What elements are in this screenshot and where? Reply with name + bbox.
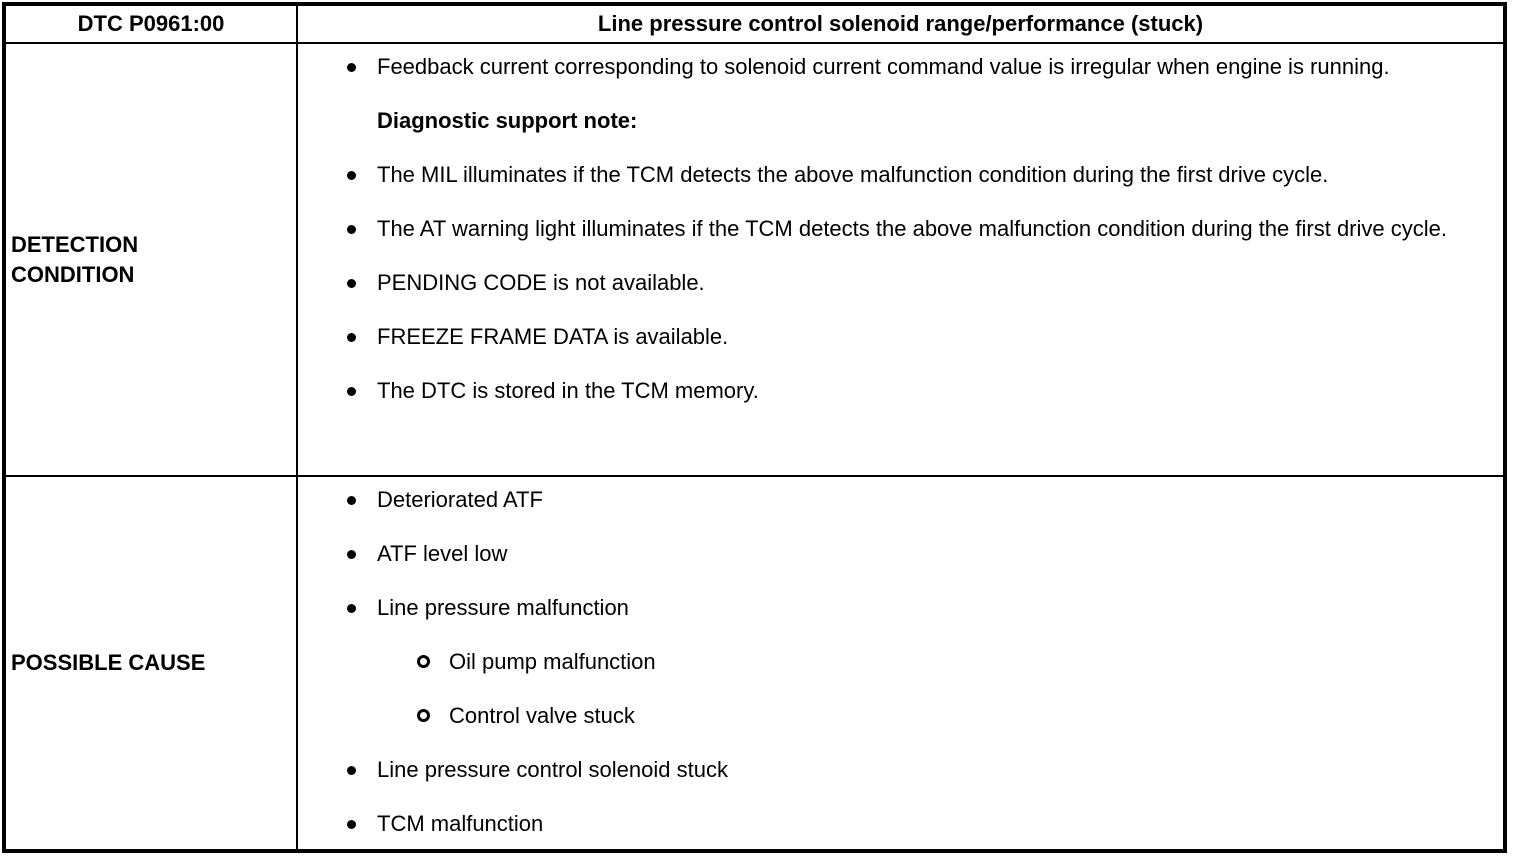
item-text: ATF level low — [377, 541, 508, 566]
item-text: Deteriorated ATF — [377, 487, 543, 512]
bullet-item: Line pressure control solenoid stuck — [298, 753, 1491, 787]
dtc-table: DTC P0961:00 Line pressure control solen… — [2, 2, 1507, 853]
bullet-item: PENDING CODE is not available. — [298, 266, 1491, 300]
disc-bullet-icon — [347, 333, 356, 342]
bullet-item: Line pressure malfunction — [298, 591, 1491, 625]
bullet-item: The MIL illuminates if the TCM detects t… — [298, 158, 1491, 192]
bullet-item: ATF level low — [298, 537, 1491, 571]
possible-cause-label-cell: POSSIBLE CAUSE — [6, 477, 298, 849]
item-text: Control valve stuck — [449, 703, 635, 728]
sub-bullet-item: Oil pump malfunction — [298, 645, 1491, 679]
item-text: The DTC is stored in the TCM memory. — [377, 378, 759, 403]
disc-bullet-icon — [347, 496, 356, 505]
disc-bullet-icon — [347, 63, 356, 72]
detection-condition-content-cell: Feedback current corresponding to soleno… — [298, 44, 1503, 477]
disc-bullet-icon — [347, 604, 356, 613]
disc-bullet-icon — [347, 550, 356, 559]
detection-condition-label-cell: DETECTION CONDITION — [6, 44, 298, 477]
item-text: TCM malfunction — [377, 811, 544, 836]
note-heading: Diagnostic support note: — [298, 104, 1491, 138]
possible-cause-label: POSSIBLE CAUSE — [11, 650, 206, 675]
dtc-code-cell: DTC P0961:00 — [6, 6, 298, 44]
dtc-code: DTC P0961:00 — [77, 11, 225, 36]
dtc-title-cell: Line pressure control solenoid range/per… — [298, 6, 1503, 44]
disc-bullet-icon — [347, 171, 356, 180]
bullet-item: Deteriorated ATF — [298, 483, 1491, 517]
item-text: Oil pump malfunction — [449, 649, 656, 674]
bullet-item: Feedback current corresponding to soleno… — [298, 50, 1491, 84]
disc-bullet-icon — [347, 766, 356, 775]
item-text: The AT warning light illuminates if the … — [377, 216, 1447, 241]
bullet-item: The DTC is stored in the TCM memory. — [298, 374, 1491, 408]
sub-bullet-item: Control valve stuck — [298, 699, 1491, 733]
item-text: PENDING CODE is not available. — [377, 270, 705, 295]
item-text: Line pressure control solenoid stuck — [377, 757, 728, 782]
circle-bullet-icon — [417, 709, 430, 722]
detection-condition-label: DETECTION CONDITION — [11, 231, 139, 287]
circle-bullet-icon — [417, 655, 430, 668]
dtc-title: Line pressure control solenoid range/per… — [597, 11, 1204, 36]
disc-bullet-icon — [347, 387, 356, 396]
bullet-item: The AT warning light illuminates if the … — [298, 212, 1491, 246]
item-text: FREEZE FRAME DATA is available. — [377, 324, 729, 349]
bullet-item: TCM malfunction — [298, 807, 1491, 841]
disc-bullet-icon — [347, 279, 356, 288]
item-text: The MIL illuminates if the TCM detects t… — [377, 162, 1329, 187]
item-text: Feedback current corresponding to soleno… — [377, 54, 1390, 79]
item-text: Line pressure malfunction — [377, 595, 629, 620]
disc-bullet-icon — [347, 820, 356, 829]
item-text: Diagnostic support note: — [377, 108, 638, 133]
bullet-item: FREEZE FRAME DATA is available. — [298, 320, 1491, 354]
disc-bullet-icon — [347, 225, 356, 234]
